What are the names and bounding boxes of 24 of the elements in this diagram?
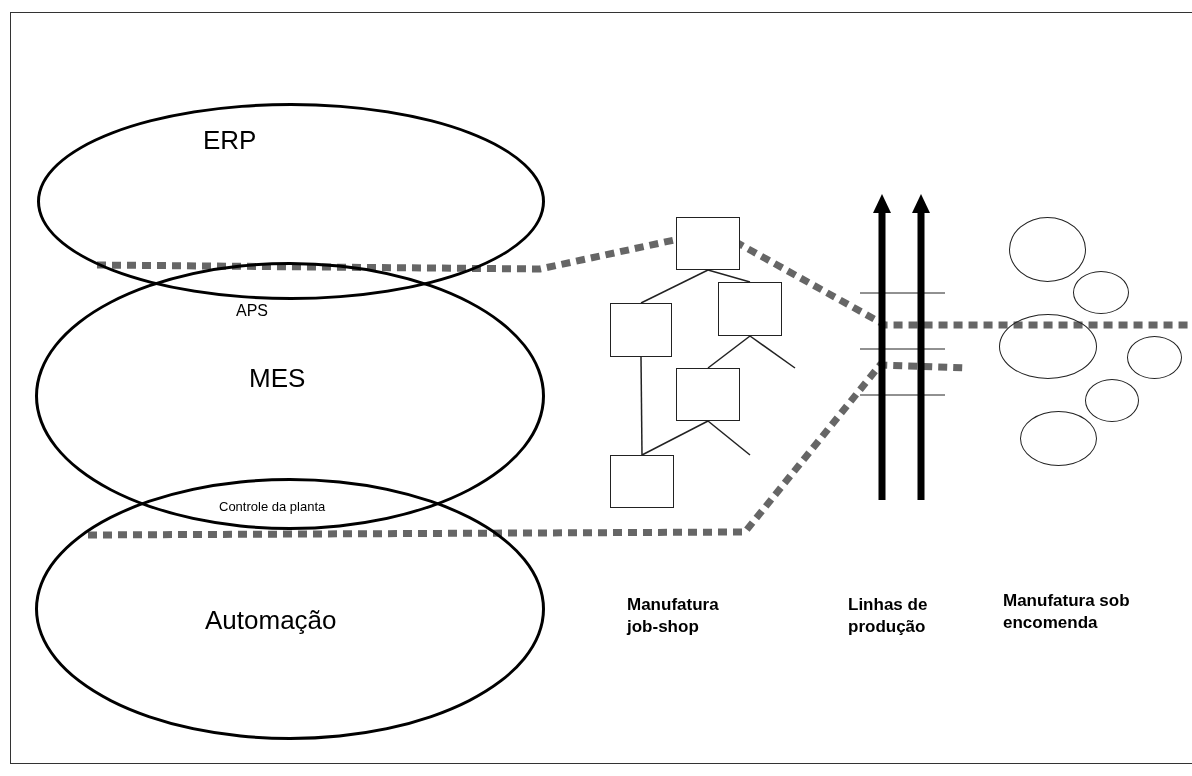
ellipse-node [35,478,545,740]
circle-node [1009,217,1086,282]
box-node [610,303,672,357]
box-node [718,282,782,336]
text-label: Manufatura sob encomenda [1003,590,1131,634]
text-label: Manufatura job-shop [627,594,720,638]
connector-line [640,269,709,304]
connector-line [640,356,643,456]
connector-line [707,335,751,369]
connector-line [707,269,751,283]
box-node [676,368,740,421]
box-node [610,455,674,508]
node-label: MES [249,362,306,395]
node-label: Automação [205,604,337,637]
ellipse-node [35,262,545,530]
connector-line [707,420,751,456]
text-label: APS [236,302,268,320]
text-label: Controle da planta [219,498,326,516]
connector-line [641,420,709,456]
node-label: ERP [203,124,257,157]
box-node [676,217,740,270]
connector-line [749,335,796,369]
ellipse-node [37,103,545,300]
text-label: Linhas de produção [848,594,929,638]
